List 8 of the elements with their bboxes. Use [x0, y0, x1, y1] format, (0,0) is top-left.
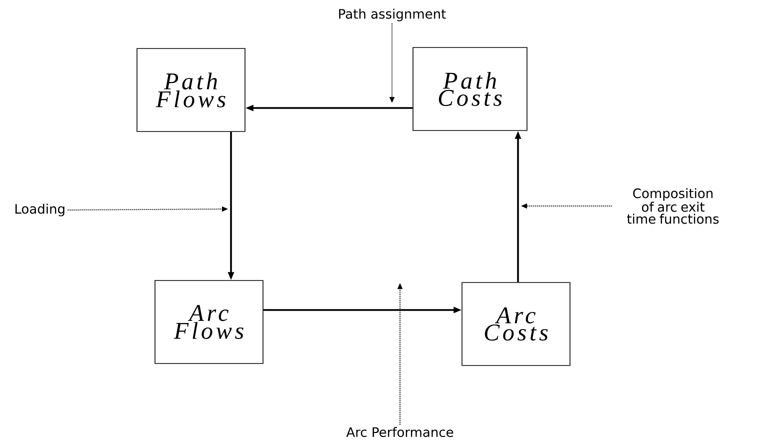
annotation-text: Path assignment: [339, 8, 446, 22]
annotation-text: Composition of arc exit time functions: [627, 188, 719, 224]
box: Path Costs: [412, 47, 528, 131]
annotation-text: Arc Performance: [346, 426, 454, 438]
box: Arc Costs: [462, 282, 570, 366]
box: Path Flows: [136, 48, 246, 132]
box: Arc Flows: [154, 280, 264, 364]
annotation-text: Loading: [15, 204, 64, 216]
